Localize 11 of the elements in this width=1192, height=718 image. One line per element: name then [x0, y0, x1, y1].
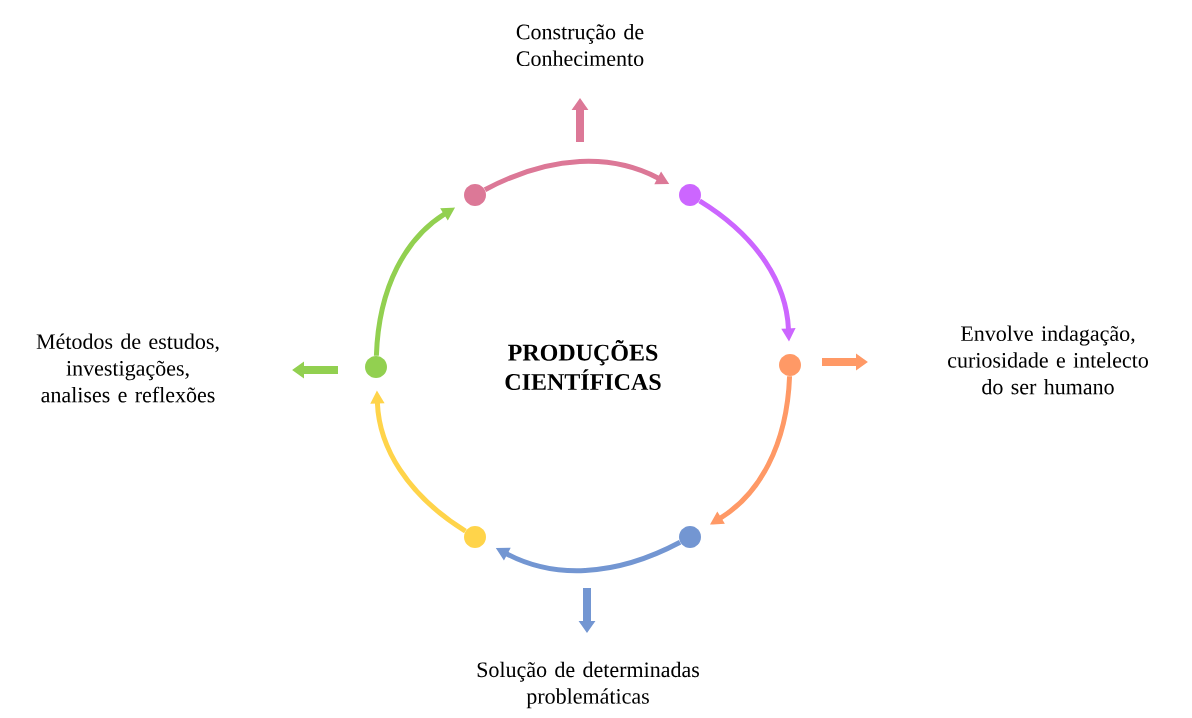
- text-label: Métodos de estudos, investigações, analises e reflexões: [36, 333, 219, 403]
- dot: [464, 526, 486, 548]
- dot: [679, 526, 701, 548]
- text-label: Envolve indagação, curiosidade e intelecto do ser humano: [948, 325, 1148, 395]
- dot: [464, 184, 486, 206]
- dot: [365, 356, 387, 378]
- dot: [779, 354, 801, 376]
- text-label: Construção de Conhecimento: [516, 23, 644, 67]
- dot: [679, 184, 701, 206]
- title-text: PRODUÇÕES CIENTÍFICAS: [505, 339, 661, 391]
- text-label: Solução de determinadas problemáticas: [477, 661, 699, 709]
